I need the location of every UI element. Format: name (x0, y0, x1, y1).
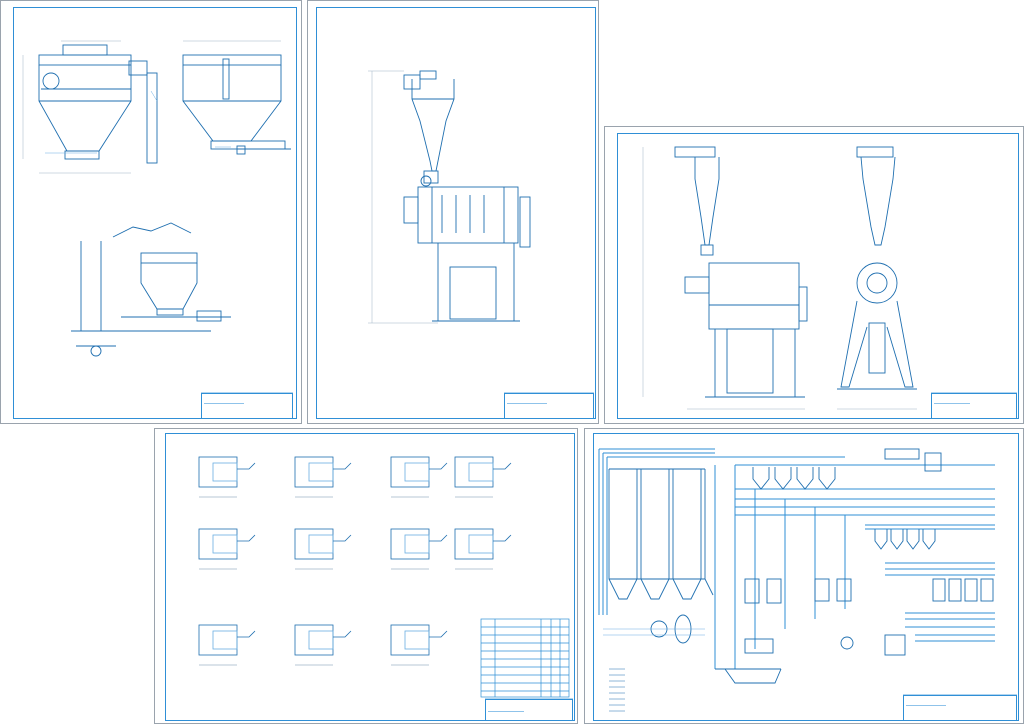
title-block (201, 393, 293, 419)
title-block-title (507, 403, 547, 404)
part-sketch (390, 528, 448, 570)
title-block-title (934, 403, 970, 404)
cyclone-separator-drawing (368, 70, 594, 419)
part-sketch (294, 624, 352, 666)
sheet-machining-operations (154, 428, 578, 724)
sheet-process-schematic (584, 428, 1024, 724)
sheet-cyclone-separator (307, 0, 599, 424)
drawing-frame (593, 433, 1019, 721)
part-sketch (294, 456, 352, 498)
machining-operations-drawing (198, 456, 573, 721)
drawing-frame (617, 133, 1019, 419)
drawing-frame (165, 433, 575, 721)
title-block (485, 699, 573, 721)
sheet-hopper-assembly (0, 0, 302, 424)
title-block-title (906, 705, 946, 706)
part-sketch (198, 624, 256, 666)
part-sketch (294, 528, 352, 570)
drawing-frame (316, 7, 596, 419)
title-block (504, 393, 594, 419)
legend-lines (609, 668, 625, 712)
title-block (931, 393, 1017, 419)
title-block-title (488, 711, 524, 712)
title-block-title (204, 403, 244, 404)
hopper-assembly-drawing (22, 40, 293, 419)
general-view-drawing (642, 146, 1017, 419)
part-sketch (198, 528, 256, 570)
part-sketch (454, 456, 512, 498)
part-sketch (390, 624, 448, 666)
sheet-general-view (604, 126, 1024, 424)
part-sketch (390, 456, 448, 498)
title-block (903, 695, 1017, 721)
part-sketch (198, 456, 256, 498)
part-sketch (454, 528, 512, 570)
drawing-frame (13, 7, 297, 419)
process-schematic-drawing (598, 448, 1017, 721)
